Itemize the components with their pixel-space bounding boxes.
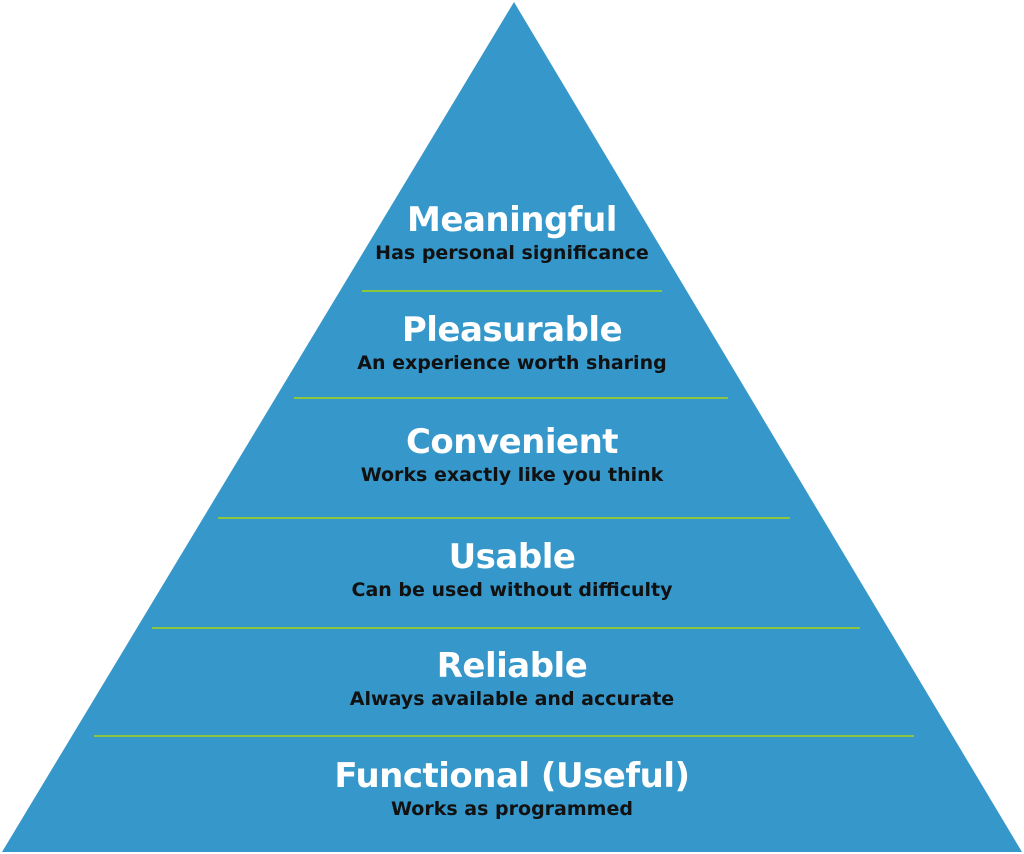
tier-meaningful: Meaningful Has personal significance: [0, 200, 1024, 266]
tier-pleasurable: Pleasurable An experience worth sharing: [0, 310, 1024, 376]
tier-title: Functional (Useful): [334, 756, 690, 796]
tier-subtitle: An experience worth sharing: [357, 352, 667, 374]
tier-reliable: Reliable Always available and accurate: [0, 646, 1024, 712]
tier-subtitle: Works as programmed: [391, 798, 633, 820]
tier-title: Usable: [448, 537, 576, 577]
tier-subtitle: Has personal significance: [375, 242, 649, 264]
tier-title: Meaningful: [407, 200, 617, 240]
tier-functional: Functional (Useful) Works as programmed: [0, 756, 1024, 822]
tier-subtitle: Can be used without difficulty: [351, 579, 673, 601]
tier-usable: Usable Can be used without difficulty: [0, 537, 1024, 603]
tier-subtitle: Always available and accurate: [349, 688, 675, 710]
tier-title: Reliable: [436, 646, 588, 686]
tier-convenient: Convenient Works exactly like you think: [0, 422, 1024, 488]
tier-title: Pleasurable: [401, 310, 623, 350]
tier-title: Convenient: [405, 422, 619, 462]
tier-subtitle: Works exactly like you think: [360, 464, 664, 486]
